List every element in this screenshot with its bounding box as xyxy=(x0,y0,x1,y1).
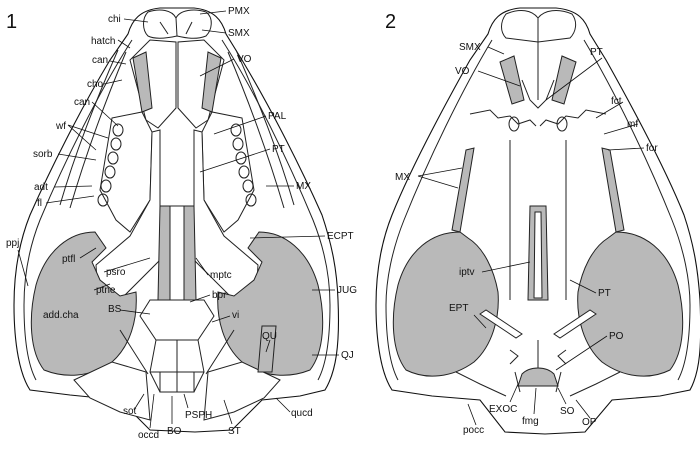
choana-left xyxy=(132,51,153,113)
leader-lines-1 xyxy=(17,10,339,429)
label-fct: fct xyxy=(611,96,622,107)
label-psro: psro xyxy=(106,267,126,278)
premaxilla-sutures xyxy=(159,17,193,37)
label-bo: BO xyxy=(167,426,182,437)
label-ppj: ppj xyxy=(6,238,19,249)
label-ptfl: ptfl xyxy=(62,254,75,265)
cultriform-left xyxy=(157,205,171,301)
label-bs: BS xyxy=(108,304,122,315)
panel-1-number: 1 xyxy=(6,11,17,33)
frontal-edge-left xyxy=(469,109,537,127)
panel-2-labels: SMX PT VO fct mf for MX iptv PT EPT PO E… xyxy=(395,42,658,436)
label-pal: PAL xyxy=(268,111,287,122)
panel-2: 2 xyxy=(375,7,700,435)
epipterygoid-right xyxy=(553,309,597,339)
cultriform-right xyxy=(183,205,197,301)
label-mf: mf xyxy=(627,119,638,130)
label-mx-2: MX xyxy=(395,172,410,183)
palatine-right xyxy=(201,111,255,233)
label-sorb: sorb xyxy=(33,149,53,160)
label-ept: EPT xyxy=(449,303,468,314)
label-pt-2b: PT xyxy=(598,288,611,299)
quadrate-left xyxy=(73,361,151,421)
label-for: for xyxy=(646,143,658,154)
foramen-magnum-2 xyxy=(517,367,559,387)
choana-right xyxy=(201,51,222,113)
leader-lines-2 xyxy=(417,46,645,426)
quadrate-right xyxy=(203,361,281,421)
label-pt-1: PT xyxy=(272,144,285,155)
teeth-right xyxy=(230,123,257,207)
label-pocc: pocc xyxy=(463,425,484,436)
label-psph: PSPH xyxy=(185,410,212,421)
label-vo: VO xyxy=(237,54,252,65)
skull-margin-2 xyxy=(385,39,691,381)
vo-strip-left xyxy=(499,55,525,105)
label-hatch: hatch xyxy=(91,36,115,47)
label-occd: occd xyxy=(138,430,159,441)
label-bpr: bpr xyxy=(212,290,227,301)
frontal-edge-right xyxy=(539,109,607,127)
label-ecpt: ECPT xyxy=(327,231,354,242)
label-qj: QJ xyxy=(341,350,354,361)
label-qucd: qucd xyxy=(291,408,313,419)
label-smx: SMX xyxy=(228,28,250,39)
label-op: OP xyxy=(582,417,597,428)
snout-2 xyxy=(501,10,577,43)
fenestra-right-2 xyxy=(577,231,684,377)
teeth-left xyxy=(97,123,124,207)
label-chi: chi xyxy=(108,14,121,25)
pterygoid-edges-2 xyxy=(509,140,567,300)
maxilla-left xyxy=(59,49,127,209)
epipterygoid-left xyxy=(479,309,523,339)
cultriform-process xyxy=(169,205,185,301)
label-cho: cho xyxy=(87,79,104,90)
fenestra-left-2 xyxy=(392,231,499,377)
adductor-chamber-left xyxy=(30,231,137,376)
panel-1: 1 xyxy=(6,7,340,433)
label-pmx: PMX xyxy=(228,6,250,17)
vo-outline-2 xyxy=(521,79,555,109)
label-adt: adt xyxy=(34,182,48,193)
label-fl: fl xyxy=(37,198,42,209)
iptv-center xyxy=(533,211,543,299)
label-po: PO xyxy=(609,331,624,342)
label-vo-2: VO xyxy=(455,66,470,77)
label-wf: wf xyxy=(55,121,66,132)
label-so: SO xyxy=(560,406,575,417)
label-fmg: fmg xyxy=(522,416,539,427)
label-jug: JUG xyxy=(337,285,357,296)
vo-strip-right xyxy=(551,55,577,105)
label-mptc: mptc xyxy=(210,270,232,281)
foramen-left xyxy=(508,116,520,132)
label-vi: vi xyxy=(232,310,239,321)
label-smx-2: SMX xyxy=(459,42,481,53)
label-exoc: EXOC xyxy=(489,404,517,415)
braincase-sutures xyxy=(150,340,204,392)
label-mx-1: MX xyxy=(296,181,311,192)
label-st: ST xyxy=(228,426,241,437)
occipital-sutures-2 xyxy=(455,340,621,397)
label-qu: QU xyxy=(262,331,277,342)
label-can-1: can xyxy=(92,55,108,66)
label-sot: sot xyxy=(123,406,137,417)
label-add-cha: add.cha xyxy=(43,310,79,321)
panel-1-labels: chi PMX SMX hatch can cho can VO PAL wf … xyxy=(6,6,357,441)
label-iptv: iptv xyxy=(459,267,475,278)
palatine-left xyxy=(99,111,153,233)
panel-2-number: 2 xyxy=(385,11,396,33)
stapes-lines xyxy=(119,329,235,375)
label-can-2: can xyxy=(74,97,90,108)
label-ptne: ptne xyxy=(96,285,116,296)
adductor-chamber-right xyxy=(217,231,324,376)
foramen-right xyxy=(556,116,568,132)
exoccipital-lines xyxy=(514,371,562,393)
label-pt-2a: PT xyxy=(590,47,603,58)
